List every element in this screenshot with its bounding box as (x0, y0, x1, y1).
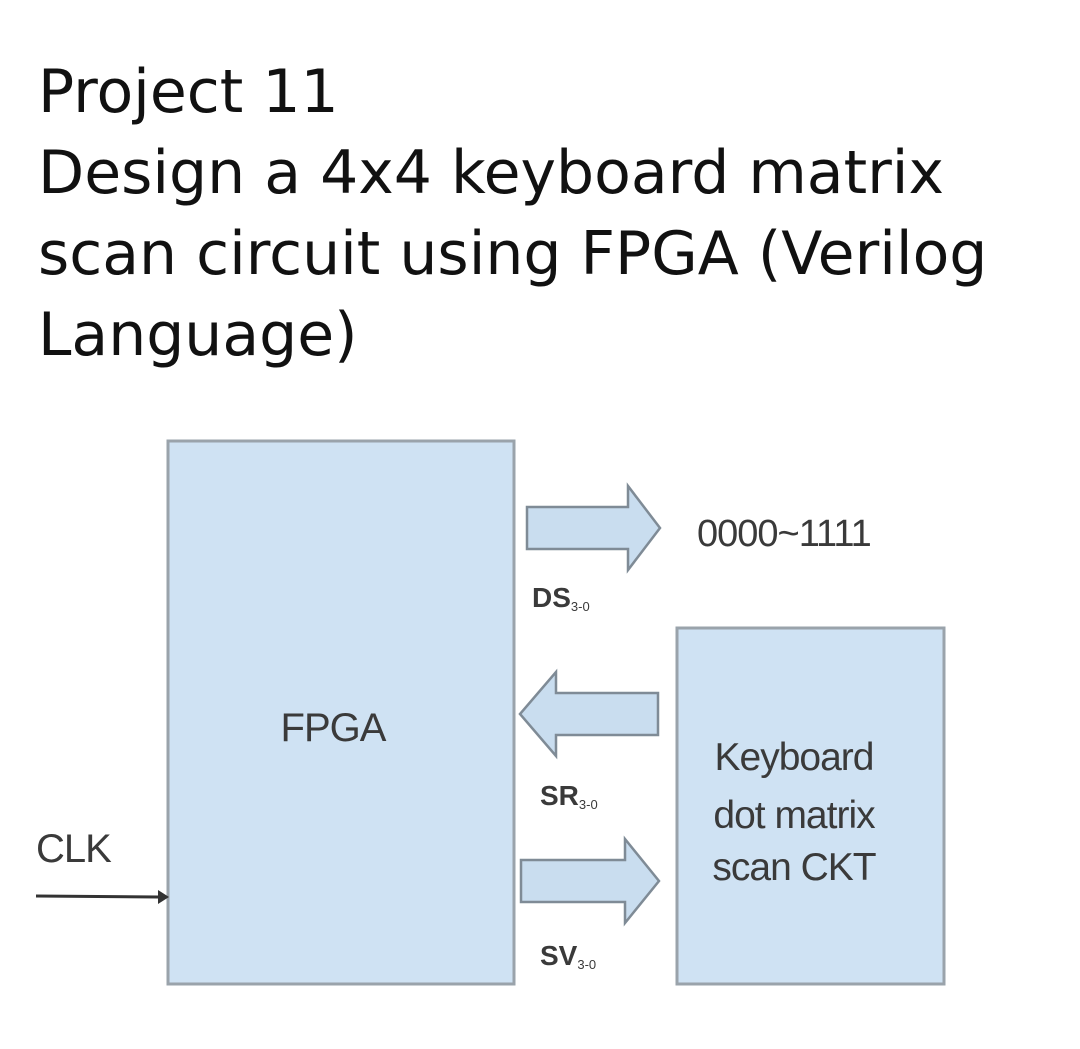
clk-line (35, 894, 159, 899)
ds-arrow (525, 482, 662, 574)
sr-label-sub: 3-0 (579, 797, 598, 812)
title-line-3: scan circuit using FPGA (Verilog (38, 219, 988, 289)
keyboard-block (675, 626, 946, 986)
keyboard-label-line-1: Keyboard (715, 736, 874, 779)
clk-arrowhead-icon (158, 890, 169, 904)
title-line-2: Design a 4x4 keyboard matrix (38, 138, 944, 208)
output-value-label: 0000~1111 (697, 513, 871, 555)
ds-label-main: DS (532, 582, 571, 613)
keyboard-label-line-2: dot matrix (713, 794, 876, 837)
sv-label: SV3-0 (540, 940, 596, 972)
fpga-block (166, 439, 516, 986)
ds-label: DS3-0 (532, 582, 590, 614)
sr-label: SR3-0 (540, 780, 598, 812)
title-line-1: Project 11 (38, 57, 339, 127)
clk-label: CLK (36, 827, 112, 871)
sv-label-sub: 3-0 (577, 957, 596, 972)
sv-arrow (519, 835, 661, 927)
ds-label-sub: 3-0 (571, 599, 590, 614)
sr-label-main: SR (540, 780, 579, 811)
page-title: Project 11 Design a 4x4 keyboard matrix … (38, 52, 1058, 376)
sr-arrow (518, 668, 660, 760)
fpga-label: FPGA (281, 706, 387, 750)
title-line-4: Language) (38, 300, 358, 370)
sv-label-main: SV (540, 940, 578, 971)
keyboard-label-line-3: scan CKT (712, 846, 875, 889)
